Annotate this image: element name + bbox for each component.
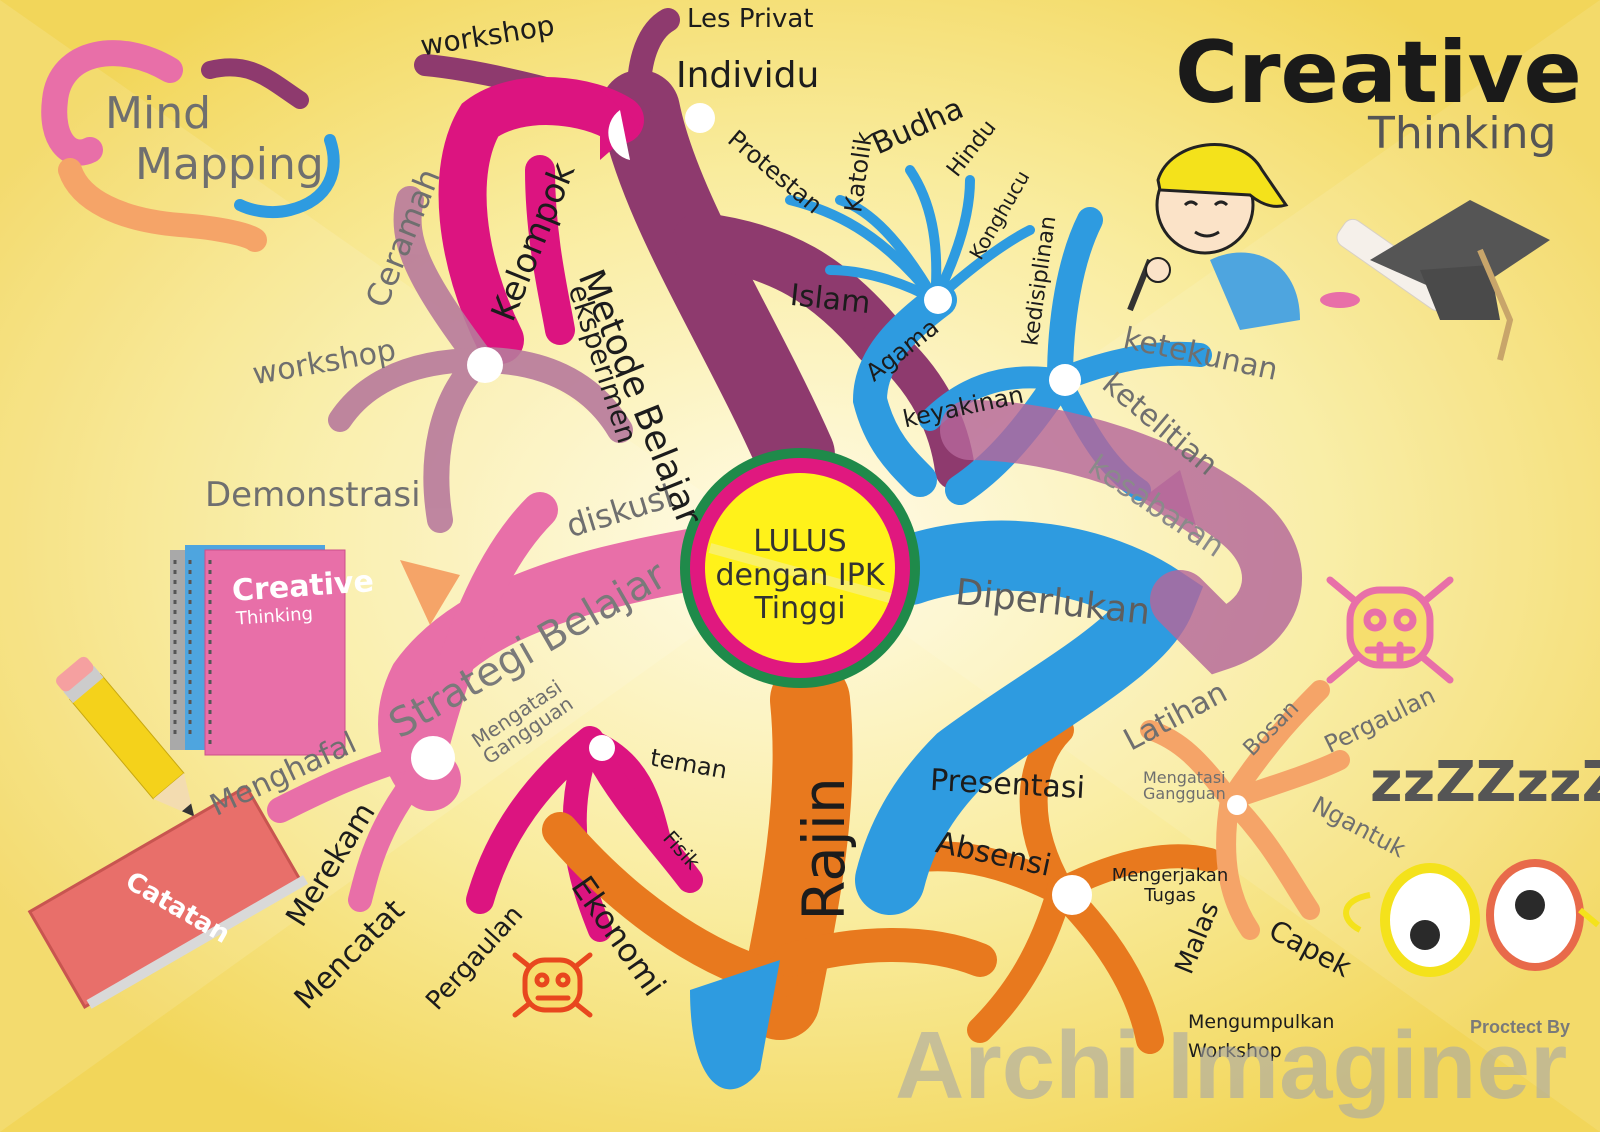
notebook-icon <box>27 784 309 1010</box>
skull-icon <box>1326 576 1454 684</box>
orange-arrowhead <box>400 560 460 625</box>
eyes-icon <box>1343 859 1600 977</box>
metode-item-demonstrasi: Demonstrasi <box>205 475 421 515</box>
book-stack-icon <box>170 545 346 756</box>
strategi-branch <box>267 492 721 912</box>
metode-item-les-privat: Les Privat <box>687 4 814 34</box>
logo-line1: Mind <box>105 88 212 139</box>
center-label: LULUS dengan IPK Tinggi <box>700 525 900 626</box>
mind-mapping-logo-art <box>41 40 340 252</box>
center-node <box>680 448 920 688</box>
agama-tentacles <box>785 165 1035 305</box>
rajin-label: Rajin <box>789 777 858 921</box>
title-main: Creative <box>1175 23 1582 123</box>
malas-item-mengatasi-gangguan: Mengatasi Gangguan <box>1143 768 1226 803</box>
kelompok-branch <box>438 77 644 364</box>
diperlukan-item-presentasi: Presentasi <box>929 762 1086 807</box>
watermark-protect: Proctect By <box>1470 1017 1571 1037</box>
graduation-cap-icon <box>1320 200 1550 361</box>
pencil-icon <box>56 656 195 817</box>
title-sub: Thinking <box>1368 108 1557 159</box>
small-skull-icon <box>512 952 593 1018</box>
diperlukan-item-mengumpulkan-workshop: Mengumpulkan Workshop <box>1188 1011 1335 1062</box>
zzz-text: zzZZzzZ <box>1370 750 1600 815</box>
metode-item-individu: Individu <box>676 55 820 96</box>
blue-arrowhead <box>690 960 780 1090</box>
kesabaran-ribbon <box>940 400 1302 675</box>
logo-line2: Mapping <box>135 139 324 190</box>
center-line1: LULUS <box>753 524 847 559</box>
boy-cartoon-icon <box>1127 143 1300 330</box>
center-line3: Tinggi <box>754 591 846 627</box>
center-line2: dengan IPK <box>715 557 885 593</box>
diperlukan-item-mengerjakan-tugas: Mengerjakan Tugas <box>1111 865 1229 906</box>
kesabaran-arrowhead <box>1140 470 1200 540</box>
agama-item-islam: Islam <box>788 277 873 322</box>
watermark-brand: Archi Imaginer <box>895 1012 1568 1119</box>
junction-nodes <box>411 103 1247 915</box>
